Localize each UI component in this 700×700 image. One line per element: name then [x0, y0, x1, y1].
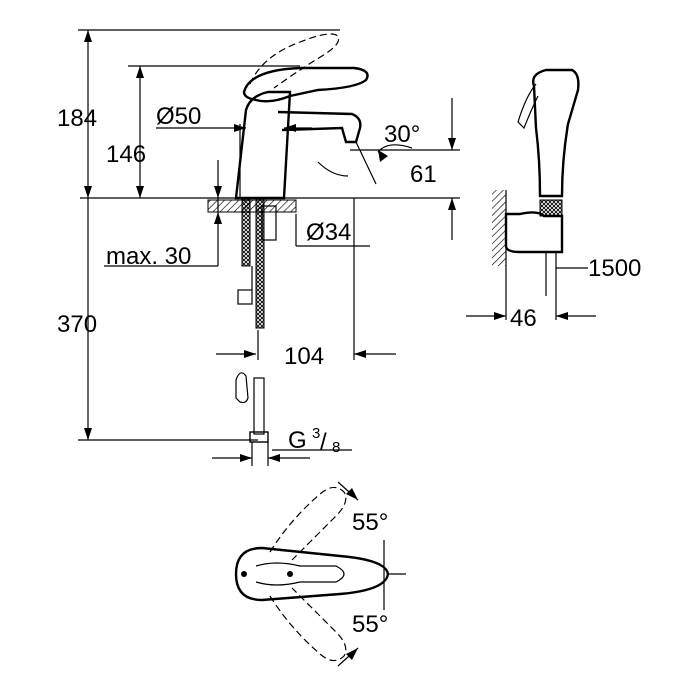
dim-hole-diameter: Ø34 [306, 219, 351, 246]
pop-up-weight [235, 372, 249, 404]
lever-rotated-right [269, 587, 347, 662]
lever-top-view [234, 481, 406, 667]
dim-spout-clearance: 61 [410, 161, 437, 188]
faucet-spout [277, 110, 362, 144]
dim-holder-depth: 46 [510, 305, 537, 332]
lever-top-inner [255, 562, 345, 586]
wall-section [492, 190, 506, 266]
shower-holder [504, 211, 564, 254]
dim-lever-angle-top: 55° [352, 509, 388, 536]
dim-body-diameter: Ø50 [156, 103, 201, 130]
dim-thread-g: G [288, 427, 307, 454]
hand-shower-head [532, 68, 580, 198]
dim-thread-slash: / [320, 429, 327, 456]
mounting-nut [261, 205, 277, 241]
lever-raised-outline [249, 33, 340, 89]
hand-shower-view [466, 68, 596, 320]
supply-pipe [255, 197, 265, 329]
dim-projection: 104 [284, 343, 324, 370]
dim-thread-denominator: 8 [332, 439, 340, 456]
shower-grip [539, 199, 563, 217]
dim-pipe-length: 370 [57, 311, 97, 338]
dim-spout-height: 146 [106, 141, 146, 168]
pipe-fitting [237, 289, 253, 305]
faucet-lever [242, 66, 369, 103]
thread-connector [249, 431, 269, 443]
dim-max-thickness: max. 30 [106, 243, 191, 270]
faucet-body [234, 90, 292, 200]
mounting-shank [241, 197, 251, 267]
lever-rotated-left [269, 486, 347, 561]
dim-lever-angle-bottom: 55° [352, 611, 388, 638]
flex-hose [253, 377, 265, 435]
dimension-lines-left [78, 29, 460, 466]
lever-top-outline [234, 546, 390, 602]
dimension-labels: 184 146 Ø50 30° 61 max. 30 Ø34 370 104 G… [57, 103, 641, 638]
countertop-section [207, 199, 297, 213]
dim-thread-numerator: 3 [312, 425, 320, 442]
dim-spout-angle: 30° [384, 121, 420, 148]
shower-trigger [517, 83, 539, 130]
dim-hose-length: 1500 [588, 255, 641, 282]
faucet-side-view [80, 33, 460, 443]
dim-overall-height: 184 [57, 105, 97, 132]
